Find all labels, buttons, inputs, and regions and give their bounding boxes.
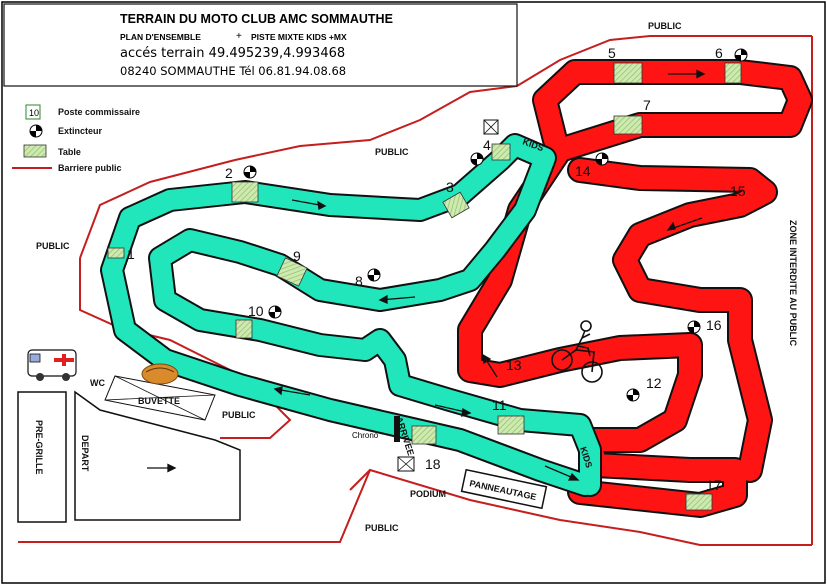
- zone-interdite: ZONE INTERDITE AU PUBLIC: [788, 220, 798, 347]
- legend-table-swatch: [23, 144, 47, 158]
- post-number-12: 12: [646, 375, 662, 391]
- table-arrivee: [411, 425, 437, 445]
- arrow-9: [147, 463, 177, 473]
- header: TERRAIN DU MOTO CLUB AMC SOMMAUTHE PLAN …: [3, 3, 518, 87]
- zone-public-center: PUBLIC: [375, 147, 409, 157]
- legend-table-label: Table: [58, 147, 81, 157]
- table-6: [724, 62, 742, 84]
- plan-label: PLAN D'ENSEMBLE: [120, 32, 201, 42]
- page-title: TERRAIN DU MOTO CLUB AMC SOMMAUTHE: [120, 12, 393, 26]
- depart-box: [74, 390, 241, 521]
- table-11: [497, 415, 525, 435]
- table-10: [235, 319, 253, 339]
- plus-sign: +: [236, 31, 242, 42]
- pre-grille-label: PRE-GRILLE: [34, 420, 44, 475]
- ambulance-icon: [27, 349, 77, 381]
- header-box: [3, 3, 518, 87]
- start-areas: [17, 390, 241, 523]
- panneautage-box: [460, 468, 548, 510]
- arrow-2: [378, 294, 416, 304]
- legend-commissaire-label: Poste commissaire: [58, 107, 140, 117]
- podium-label: PODIUM: [410, 489, 446, 499]
- post-number-1: 1: [127, 246, 135, 262]
- barrier-top: [516, 35, 812, 87]
- direction-arrows: [147, 69, 706, 481]
- legend-extincteur-label: Extincteur: [58, 126, 103, 136]
- post-number-6: 6: [715, 45, 723, 61]
- chrono-label: Chrono: [352, 431, 379, 440]
- tables: [107, 62, 742, 511]
- post-number-2: 2: [225, 165, 233, 181]
- extinguisher-icon: [687, 320, 701, 334]
- post-numbers: 1 2 3 4 5 6 7 8 9 10 11 12 13 14 15 16 1…: [127, 45, 746, 493]
- piste-label: PISTE MIXTE KIDS +MX: [251, 32, 347, 42]
- legend: 10 Poste commissaire Extincteur Table Ba…: [12, 104, 140, 173]
- zone-public-bottom: PUBLIC: [365, 523, 399, 533]
- arrow-8: [482, 353, 498, 378]
- table-7: [613, 115, 643, 135]
- post-number-9: 9: [293, 248, 301, 264]
- post-number-18: 18: [425, 456, 441, 472]
- post-number-15: 15: [730, 183, 746, 199]
- table-17: [685, 493, 713, 511]
- finish-line: [394, 416, 400, 442]
- arrow-1: [291, 199, 327, 210]
- post-number-8: 8: [355, 273, 363, 289]
- zone-public-left: PUBLIC: [36, 241, 70, 251]
- depart-label: DEPART: [80, 435, 90, 472]
- extinguisher-icon: [595, 152, 609, 166]
- arrow-6: [668, 69, 706, 79]
- table-5: [613, 62, 643, 84]
- kids-track: [100, 133, 602, 497]
- extinguisher-icon: [734, 48, 748, 62]
- extinguisher-icon: [243, 165, 257, 179]
- post-number-17: 17: [706, 477, 722, 493]
- table-4: [491, 143, 511, 161]
- table-2: [231, 181, 259, 203]
- arrow-3: [273, 386, 311, 396]
- legend-barriere-label: Barriere public: [58, 163, 122, 173]
- table-9: [276, 257, 308, 287]
- extinguisher-icon: [268, 305, 282, 319]
- barrier-left: [79, 258, 292, 439]
- table-3: [442, 191, 470, 219]
- extinguisher-icon: [29, 124, 43, 138]
- barrier-top-left: [79, 85, 518, 259]
- extinguisher-icon: [626, 388, 640, 402]
- post-number-3: 3: [446, 179, 454, 195]
- zone-public-top-right: PUBLIC: [648, 21, 682, 31]
- zone-labels: PUBLIC PUBLIC PUBLIC PUBLIC PUBLIC ZONE …: [34, 21, 798, 533]
- barrier-bottom-notch: [349, 469, 371, 491]
- post-number-10: 10: [248, 303, 264, 319]
- address-phone: 08240 SOMMAUTHE Tél 06.81.94.08.68: [120, 64, 346, 78]
- legend-commissaire-number: 10: [29, 108, 39, 118]
- post-number-4: 4: [483, 137, 491, 153]
- post-number-14: 14: [575, 163, 591, 179]
- post-number-7: 7: [643, 97, 651, 113]
- pre-grille-box: [17, 391, 67, 523]
- public-barriers: [18, 35, 813, 546]
- post-number-11: 11: [492, 397, 507, 413]
- buvette-area: [104, 363, 216, 421]
- post-number-5: 5: [608, 45, 616, 61]
- arrow-4: [434, 404, 472, 417]
- post-number-13: 13: [506, 357, 522, 373]
- gps-coordinates: accés terrain 49.495239,4.993468: [120, 46, 345, 61]
- table-1: [107, 247, 125, 259]
- motorcycle-icon: [551, 320, 603, 383]
- extinguisher-icon: [470, 152, 484, 166]
- arrow-7: [666, 217, 703, 231]
- barrier-bottom: [18, 468, 812, 546]
- extinguisher-icon: [367, 268, 381, 282]
- zone-public-buvette: PUBLIC: [222, 410, 256, 420]
- post-number-16: 16: [706, 317, 722, 333]
- arrow-5: [544, 465, 580, 481]
- wc-label: WC: [90, 378, 105, 388]
- mx-track: [457, 59, 813, 518]
- food-icon: [141, 363, 179, 385]
- buvette-label: BUVETTE: [138, 396, 180, 406]
